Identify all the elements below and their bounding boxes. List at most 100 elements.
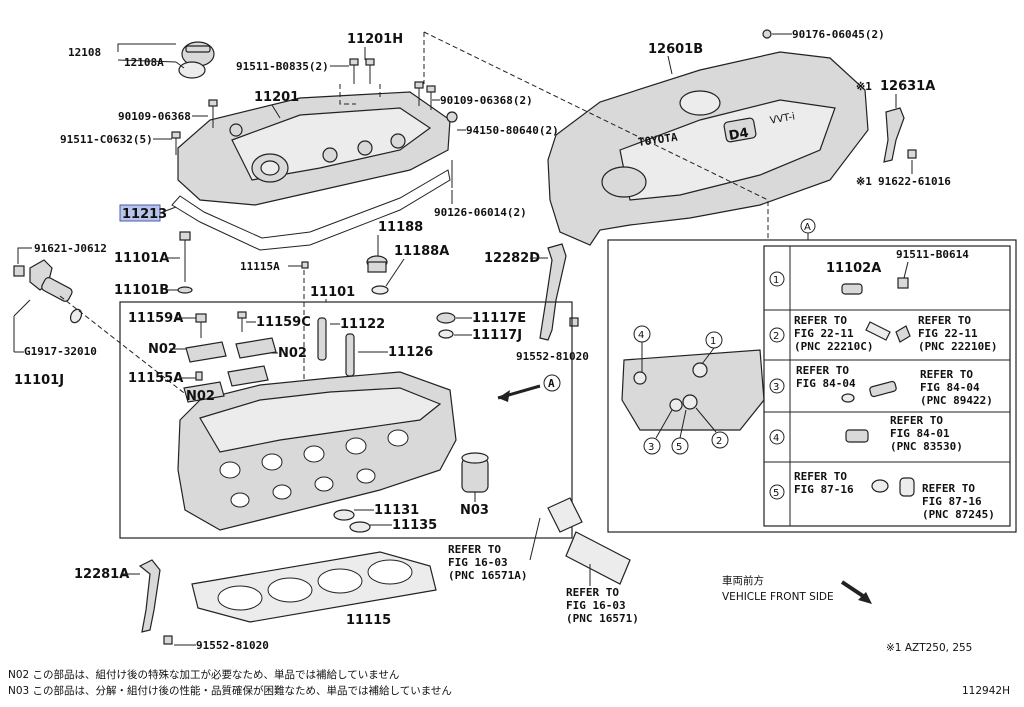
label-11201: 11201	[254, 90, 299, 105]
seals-11131[interactable]	[333, 509, 371, 533]
label-n02-a: N02	[148, 342, 177, 357]
label-11213[interactable]: 11213	[122, 207, 167, 222]
label-91552-81020a: 91552-81020	[516, 350, 589, 363]
ref-22-11e-3: (PNC 22210E)	[918, 340, 997, 353]
inset-engine-view	[621, 349, 765, 431]
engine-cover[interactable]	[547, 51, 869, 246]
ref-84-04-r2: FIG 84-04	[920, 381, 980, 394]
hose	[565, 531, 631, 585]
label-11131: 11131	[374, 503, 419, 518]
svg-text:1: 1	[710, 336, 716, 347]
label-94150-80640: 94150-80640(2)	[466, 124, 559, 137]
engine-cover-logo: TOYOTA	[637, 131, 679, 149]
cam-bearing-caps	[183, 311, 277, 403]
inset-table	[763, 245, 1011, 527]
label-11188a: 11188A	[394, 244, 449, 259]
bolts-top	[171, 58, 458, 188]
row-1-num: 1	[773, 275, 779, 286]
label-91511-c0632: 91511-C0632(5)	[60, 133, 153, 146]
bolt-icon	[762, 29, 772, 39]
label-11122: 11122	[340, 317, 385, 332]
row-2-num: 2	[773, 331, 779, 342]
plugs-11117[interactable]	[436, 312, 456, 339]
label-12282d: 12282D	[484, 251, 540, 266]
cylinder-head-group	[119, 301, 573, 539]
note-n02: N02 この部品は、組付け後の特殊な加工が必要なため、単品では補給していません	[8, 668, 399, 681]
label-91552-81020b: 91552-81020	[196, 639, 269, 652]
oil-filler-cap[interactable]	[178, 41, 215, 79]
label-n02-b: N02	[278, 346, 307, 361]
sleeve-n03[interactable]	[461, 452, 489, 493]
bracket-12282d[interactable]	[539, 243, 579, 341]
label-90126-06014: 90126-06014(2)	[434, 206, 527, 219]
ref-22-11e-2: FIG 22-11	[918, 327, 978, 340]
ref-87-16-r1: REFER TO	[922, 482, 975, 495]
bolt-icon-inset	[897, 277, 909, 289]
ref-22-11c-1: REFER TO	[794, 314, 847, 327]
ref-84-01-2: FIG 84-01	[890, 427, 950, 440]
ref-22-11e-1: REFER TO	[918, 314, 971, 327]
row-3-num: 3	[773, 382, 779, 393]
note-n03: N03 この部品は、分解・組付け後の性能・品質確保が困難なため、単品では補給して…	[8, 684, 452, 697]
ref-84-04-r3: (PNC 89422)	[920, 394, 993, 407]
engine-cover-badge: D4	[728, 126, 750, 144]
inset-callouts: 4 1 3 5 2	[633, 325, 729, 455]
cover-bracket[interactable]	[883, 107, 917, 163]
label-11188: 11188	[378, 220, 423, 235]
label-11135: 11135	[392, 518, 437, 533]
label-11201h: 11201H	[347, 32, 403, 47]
label-12108a: 12108A	[124, 56, 164, 69]
mark-1a: ※1	[856, 80, 872, 93]
ref-16-03b-2: FIG 16-03	[566, 599, 626, 612]
oil-control-valve[interactable]	[13, 259, 84, 325]
mark-1b: ※1	[856, 175, 872, 188]
plug-11188[interactable]	[366, 255, 389, 295]
ref-84-01-3: (PNC 83530)	[890, 440, 963, 453]
head-cover-gasket[interactable]	[171, 169, 451, 251]
label-90176-06045: 90176-06045(2)	[792, 28, 885, 41]
svg-text:2: 2	[716, 436, 722, 447]
label-11101b: 11101B	[114, 283, 169, 298]
engine-cover-vvt: VVT-i	[769, 111, 796, 126]
head-bolt[interactable]	[177, 231, 193, 294]
label-91622-61016: 91622-61016	[878, 175, 951, 188]
ref-16-03a-1: REFER TO	[448, 543, 501, 556]
inset-a	[607, 239, 1017, 533]
label-90109-06368-2: 90109-06368(2)	[440, 94, 533, 107]
ref-22-11c-3: (PNC 22210C)	[794, 340, 873, 353]
label-11101a: 11101A	[114, 251, 169, 266]
label-90109-06368: 90109-06368	[118, 110, 191, 123]
ref-16-03a-3: (PNC 16571A)	[448, 569, 527, 582]
label-n03: N03	[460, 503, 489, 518]
svg-text:3: 3	[648, 442, 654, 453]
ref-87-16-r3: (PNC 87245)	[922, 508, 995, 521]
label-12281a: 12281A	[74, 567, 129, 582]
cylinder-head-cover[interactable]	[177, 91, 451, 206]
ref-87-16-r2: FIG 87-16	[922, 495, 982, 508]
ref-84-04-2: FIG 84-04	[796, 377, 856, 390]
label-11159c: 11159C	[256, 315, 311, 330]
label-11117j: 11117J	[472, 328, 522, 343]
cylinder-head[interactable]	[177, 371, 457, 531]
ref-87-16-2: FIG 87-16	[794, 483, 854, 496]
ref-16-03b-3: (PNC 16571)	[566, 612, 639, 625]
footnote: ※1 AZT250, 255	[886, 642, 972, 654]
ref-87-16-1: REFER TO	[794, 470, 847, 483]
label-12631a: 12631A	[880, 79, 935, 94]
pins-11122[interactable]	[317, 317, 355, 377]
ref-84-04-r1: REFER TO	[920, 368, 973, 381]
label-91511-b0614: 91511-B0614	[896, 248, 969, 261]
ref-84-04-1: REFER TO	[796, 364, 849, 377]
label-11115: 11115	[346, 613, 391, 628]
label-11126: 11126	[388, 345, 433, 360]
ref-22-11c-2: FIG 22-11	[794, 327, 854, 340]
label-11101j: 11101J	[14, 373, 64, 388]
row-5-num: 5	[773, 488, 779, 499]
view-a-callout[interactable]	[543, 374, 561, 392]
bracket-12281a[interactable]	[138, 559, 173, 645]
label-11159a: 11159A	[128, 311, 183, 326]
head-gasket[interactable]	[191, 551, 437, 623]
front-en: VEHICLE FRONT SIDE	[722, 591, 834, 603]
label-91621-j0612: 91621-J0612	[34, 242, 107, 255]
inset-a-title: A	[804, 222, 811, 233]
